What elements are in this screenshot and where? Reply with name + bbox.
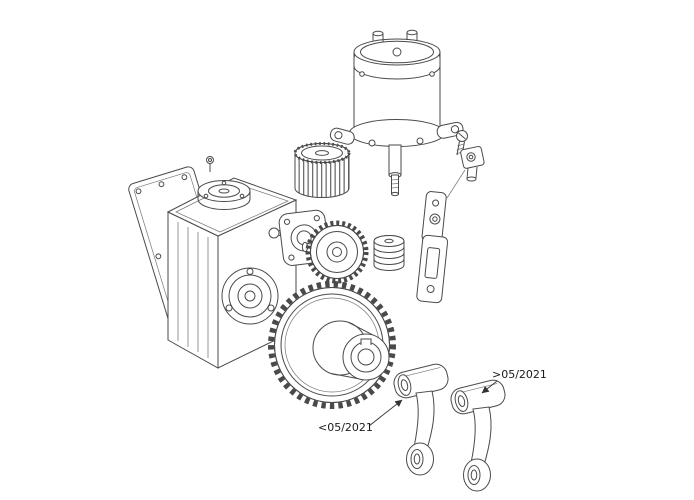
housing-top-boss xyxy=(197,180,251,210)
motor-pinion-gear xyxy=(293,142,351,198)
lever-arm-pre-05-2021 xyxy=(391,361,451,476)
microswitch-screw xyxy=(456,130,468,156)
motor-shaft xyxy=(388,144,402,197)
output-gear-hub xyxy=(312,320,390,381)
leader-line-pre-2021 xyxy=(368,399,403,427)
version-labels: <05/2021 >05/2021 xyxy=(318,368,547,434)
gasket-pin xyxy=(206,156,214,172)
housing-output-bore xyxy=(221,267,279,325)
motor-flange xyxy=(329,119,464,147)
gearbox-housing xyxy=(166,177,298,369)
motor-terminals xyxy=(372,29,418,42)
leader-line-post-2021 xyxy=(481,380,498,394)
label-pre-2021: <05/2021 xyxy=(318,421,373,434)
output-gear xyxy=(268,281,396,409)
intermediate-gear xyxy=(301,220,369,284)
limit-switch-bracket xyxy=(416,191,449,304)
housing-ribs xyxy=(177,222,209,358)
electric-motor xyxy=(329,29,464,197)
splined-coupling xyxy=(373,235,405,271)
label-post-2021: >05/2021 xyxy=(492,368,547,381)
lever-arm-post-05-2021 xyxy=(448,377,508,492)
limit-microswitch xyxy=(446,130,485,199)
